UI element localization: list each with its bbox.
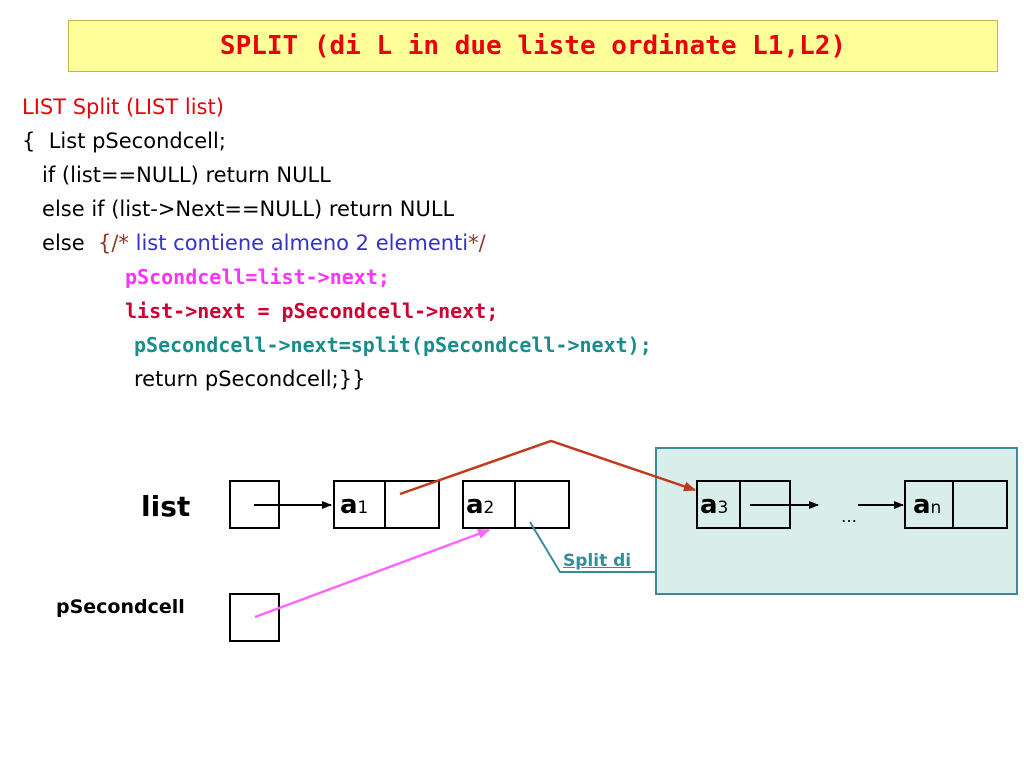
else-keyword: else xyxy=(22,231,98,255)
code-line-declaration: { List pSecondcell; xyxy=(22,124,652,158)
code-line-return: return pSecondcell;}} xyxy=(134,367,366,391)
code-line-else-if: else if (list->Next==NULL) return NULL xyxy=(22,197,455,221)
node-an xyxy=(904,480,1008,529)
open-brace: { xyxy=(22,129,49,153)
list-label: list xyxy=(141,490,191,523)
psecondcell-to-a2-arrow xyxy=(254,528,490,619)
comment-text: list contiene almeno 2 elementi xyxy=(135,231,469,255)
comment-close: */ xyxy=(468,231,486,255)
a1-bypass-arrow xyxy=(399,439,696,496)
declaration-text: List pSecondcell; xyxy=(48,129,226,153)
slide-title: SPLIT (di L in due liste ordinate L1,L2) xyxy=(219,31,847,61)
list-next-statement: list->next = pSecondcell->next; xyxy=(125,299,499,323)
code-line-if-null: if (list==NULL) return NULL xyxy=(22,163,331,187)
pscondcell-statement: pScondcell=list->next; xyxy=(125,265,390,289)
code-line-recursive: pSecondcell->next=split(pSecondcell->nex… xyxy=(22,328,652,362)
node-a1 xyxy=(333,480,440,529)
code-line-else: else {/* list contiene almeno 2 elementi… xyxy=(22,226,652,260)
ellipsis-text: … xyxy=(841,507,857,526)
recursive-statement: pSecondcell->next=split(pSecondcell->nex… xyxy=(134,333,652,357)
split-di-link[interactable]: Split di xyxy=(563,551,632,571)
code-line-list-next: list->next = pSecondcell->next; xyxy=(22,294,652,328)
code-line-signature: LIST Split (LIST list) xyxy=(22,95,224,119)
comment-open: {/* xyxy=(98,231,136,255)
code-block: LIST Split (LIST list) { List pSecondcel… xyxy=(22,90,652,396)
split-callout-line xyxy=(529,521,656,573)
psecondcell-label: pSecondcell xyxy=(56,596,185,618)
node-a3-label: a3 xyxy=(700,490,729,520)
sublist-box xyxy=(655,447,1018,595)
node-an-label: an xyxy=(913,490,942,520)
psecondcell-pointer-cell xyxy=(229,593,280,642)
node-a2-label: a2 xyxy=(466,490,495,520)
title-box: SPLIT (di L in due liste ordinate L1,L2) xyxy=(68,20,998,72)
code-line-pscondcell: pScondcell=list->next; xyxy=(22,260,652,294)
node-a1-label: a1 xyxy=(340,490,369,520)
